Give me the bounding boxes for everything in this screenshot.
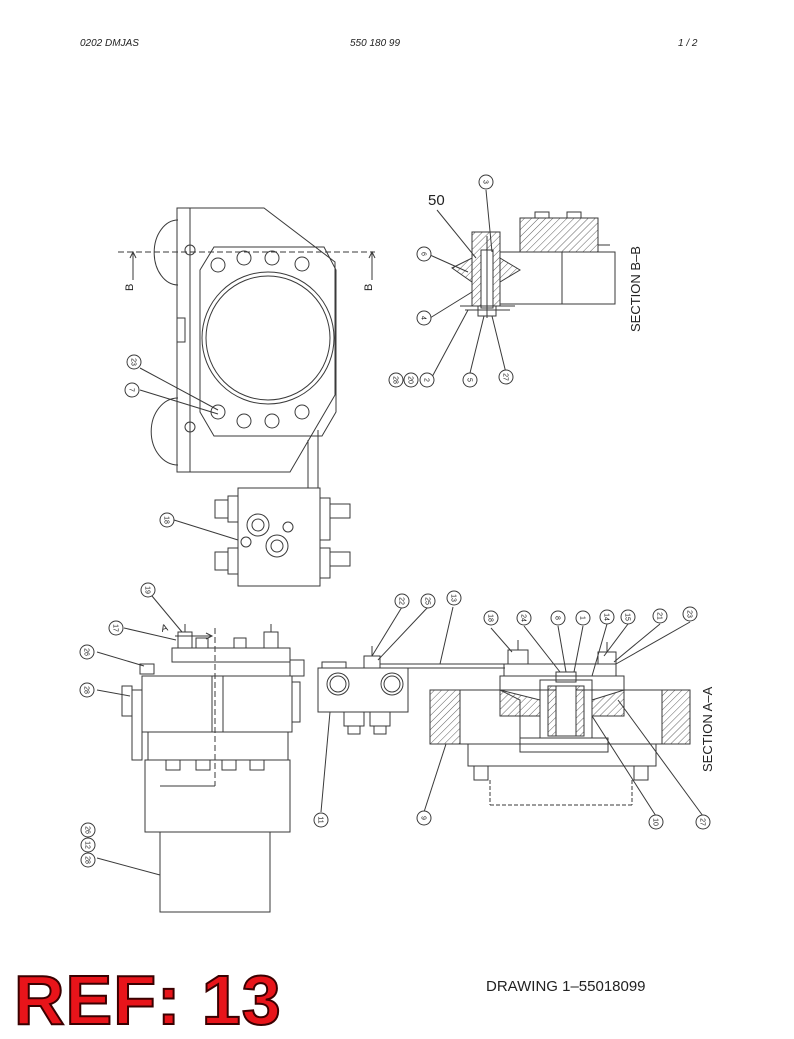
balloon-label-section_aa-4: 14	[603, 613, 610, 621]
balloon-section_bb-5	[419, 372, 435, 388]
balloon-valve_block-2	[446, 590, 462, 606]
balloon-label-valve_block-0: 22	[398, 597, 405, 605]
balloon-section_bb-3	[388, 372, 404, 388]
balloon-section_aa-0	[483, 610, 499, 626]
balloon-side_view-2	[79, 644, 95, 660]
view-marker-b-right: B	[363, 284, 375, 291]
balloon-label-section_aa-3: 1	[579, 616, 586, 620]
balloon-label-section_bb-6: 5	[466, 378, 473, 382]
section-bb-view	[451, 211, 616, 318]
balloon-label-valve_block-2: 13	[450, 594, 457, 602]
drawing-number: DRAWING 1–55018099	[486, 978, 646, 995]
balloon-label-section_bb-0: 3	[482, 180, 489, 184]
view-marker-a: A	[160, 622, 170, 634]
valve-block-view	[317, 646, 505, 735]
balloon-top_view-0	[126, 354, 142, 370]
balloon-label-top_view-0: 23	[130, 358, 137, 366]
balloon-section_aa-4	[599, 609, 615, 625]
ref-label: REF: 13	[13, 961, 282, 1039]
view-marker-b-left: B	[124, 284, 136, 291]
header-page: 1 / 2	[678, 38, 698, 49]
balloon-valve_block-0	[394, 593, 410, 609]
top-view	[118, 207, 376, 587]
balloon-label-top_view-2: 18	[163, 516, 170, 524]
balloon-label-section_aa-6: 21	[656, 612, 663, 620]
header-center: 550 180 99	[350, 38, 401, 49]
balloon-section_aa-7	[682, 606, 698, 622]
balloon-label-section_aa-1: 24	[520, 614, 527, 622]
balloon-label-section_aa-9: 10	[652, 818, 659, 826]
balloon-section_aa-3	[575, 610, 591, 626]
balloon-label-section_aa-2: 8	[554, 616, 561, 620]
balloon-label-section_bb-2: 4	[420, 316, 427, 320]
balloon-side_view-0	[140, 582, 156, 598]
balloon-section_aa-6	[652, 608, 668, 624]
balloon-section_aa-9	[648, 814, 664, 830]
balloon-side_view-1	[108, 620, 124, 636]
balloon-label-valve_block-3: 11	[317, 816, 324, 823]
balloon-section_aa-10	[695, 814, 711, 830]
balloon-section_aa-2	[550, 610, 566, 626]
balloon-section_bb-7	[498, 369, 514, 385]
balloon-valve_block-1	[420, 593, 436, 609]
balloon-valve_block-3	[313, 812, 329, 828]
balloon-section_aa-1	[516, 610, 532, 626]
balloon-section_bb-2	[416, 310, 432, 326]
balloon-section_aa-5	[620, 609, 636, 625]
balloon-label-valve_block-1: 25	[424, 597, 431, 605]
balloon-section_bb-0	[478, 174, 494, 190]
balloon-label-top_view-1: 7	[128, 388, 135, 392]
balloon-side_view-4	[80, 822, 96, 838]
balloon-label-side_view-3: 28	[83, 686, 90, 694]
balloon-label-section_aa-5: 15	[624, 613, 631, 621]
balloon-label-section_bb-7: 27	[502, 373, 509, 381]
label-50: 50	[428, 192, 445, 209]
balloon-section_bb-1	[416, 246, 432, 262]
balloon-label-side_view-1: 17	[112, 624, 119, 632]
balloon-label-side_view-0: 19	[144, 586, 151, 594]
balloon-label-section_bb-3: 28	[392, 376, 399, 384]
balloon-label-section_bb-1: 6	[420, 252, 427, 256]
balloon-label-section_aa-8: 9	[420, 816, 427, 820]
balloon-label-side_view-6: 28	[84, 856, 91, 864]
balloon-section_bb-4	[403, 372, 419, 388]
side-view	[121, 624, 305, 913]
leader-lines	[96, 189, 704, 876]
balloon-label-section_aa-10: 27	[699, 818, 706, 826]
balloon-side_view-6	[80, 852, 96, 868]
balloon-label-section_bb-5: 2	[423, 378, 430, 382]
section-bb-title: SECTION B–B	[628, 246, 643, 332]
balloon-label-section_aa-7: 23	[686, 610, 693, 618]
balloon-section_bb-6	[462, 372, 478, 388]
balloon-top_view-2	[159, 512, 175, 528]
balloon-label-section_aa-0: 18	[487, 614, 494, 622]
balloon-label-side_view-4: 26	[84, 826, 91, 834]
balloon-label-side_view-5: 12	[84, 841, 91, 849]
header-left: 0202 DMJAS	[80, 38, 139, 49]
balloon-top_view-1	[124, 382, 140, 398]
section-aa-title: SECTION A–A	[700, 686, 715, 772]
balloon-label-side_view-2: 26	[83, 648, 90, 656]
balloon-side_view-5	[80, 837, 96, 853]
balloon-side_view-3	[79, 682, 95, 698]
balloon-section_aa-8	[416, 810, 432, 826]
section-aa-view	[429, 640, 691, 806]
balloon-label-section_bb-4: 20	[407, 376, 414, 384]
